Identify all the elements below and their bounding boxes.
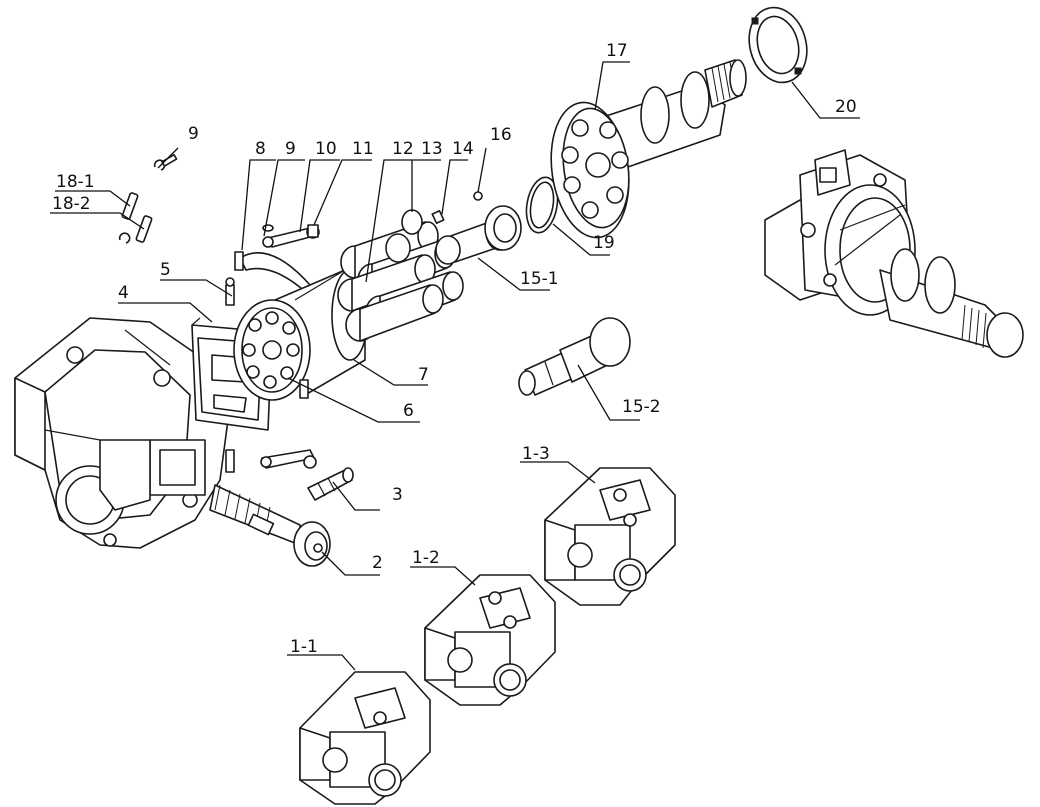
label-7: 7 — [418, 365, 429, 385]
label-18-1: 18-1 — [56, 172, 95, 192]
snap-ring — [525, 176, 559, 234]
lower-lever — [225, 449, 317, 473]
label-17: 17 — [606, 41, 628, 61]
label-14: 14 — [452, 139, 474, 159]
label-1-2: 1-2 — [412, 548, 440, 568]
label-4: 4 — [118, 283, 129, 303]
pump-cover-1-1 — [299, 671, 431, 805]
label-12: 12 — [392, 139, 414, 159]
dowel-pins — [118, 192, 153, 244]
pin — [307, 467, 354, 501]
label-5: 5 — [160, 260, 171, 280]
label-3: 3 — [392, 485, 403, 505]
label-6: 6 — [403, 401, 414, 421]
ball — [473, 191, 483, 201]
ball-guide — [435, 205, 522, 265]
label-18-2: 18-2 — [52, 194, 91, 214]
center-pin — [518, 317, 631, 396]
callout-labels: 1-1 1-2 1-3 2 3 4 5 6 7 8 9 9 10 11 12 1… — [52, 41, 857, 657]
label-1-1: 1-1 — [290, 637, 318, 657]
pistons — [337, 209, 464, 342]
leader-lines — [50, 61, 860, 671]
label-19: 19 — [593, 233, 615, 253]
label-13: 13 — [421, 139, 443, 159]
control-piston — [209, 484, 331, 567]
pump-cover-1-3 — [544, 467, 676, 606]
pump-cover-1-2 — [424, 574, 556, 706]
label-20: 20 — [835, 97, 857, 117]
label-11: 11 — [352, 139, 374, 159]
assembled-pump — [764, 149, 1024, 358]
label-2: 2 — [372, 553, 383, 573]
lock-nut — [748, 6, 808, 84]
upper-lever — [262, 224, 320, 248]
small-pin — [431, 209, 445, 225]
label-16: 16 — [490, 125, 512, 145]
label-15-1: 15-1 — [520, 269, 559, 289]
label-10: 10 — [315, 139, 337, 159]
pump-housing — [14, 317, 229, 549]
label-1-3: 1-3 — [522, 444, 550, 464]
label-9: 9 — [285, 139, 296, 159]
label-9-top: 9 — [188, 124, 199, 144]
drive-shaft — [550, 59, 747, 239]
label-8: 8 — [255, 139, 266, 159]
label-15-2: 15-2 — [622, 397, 661, 417]
